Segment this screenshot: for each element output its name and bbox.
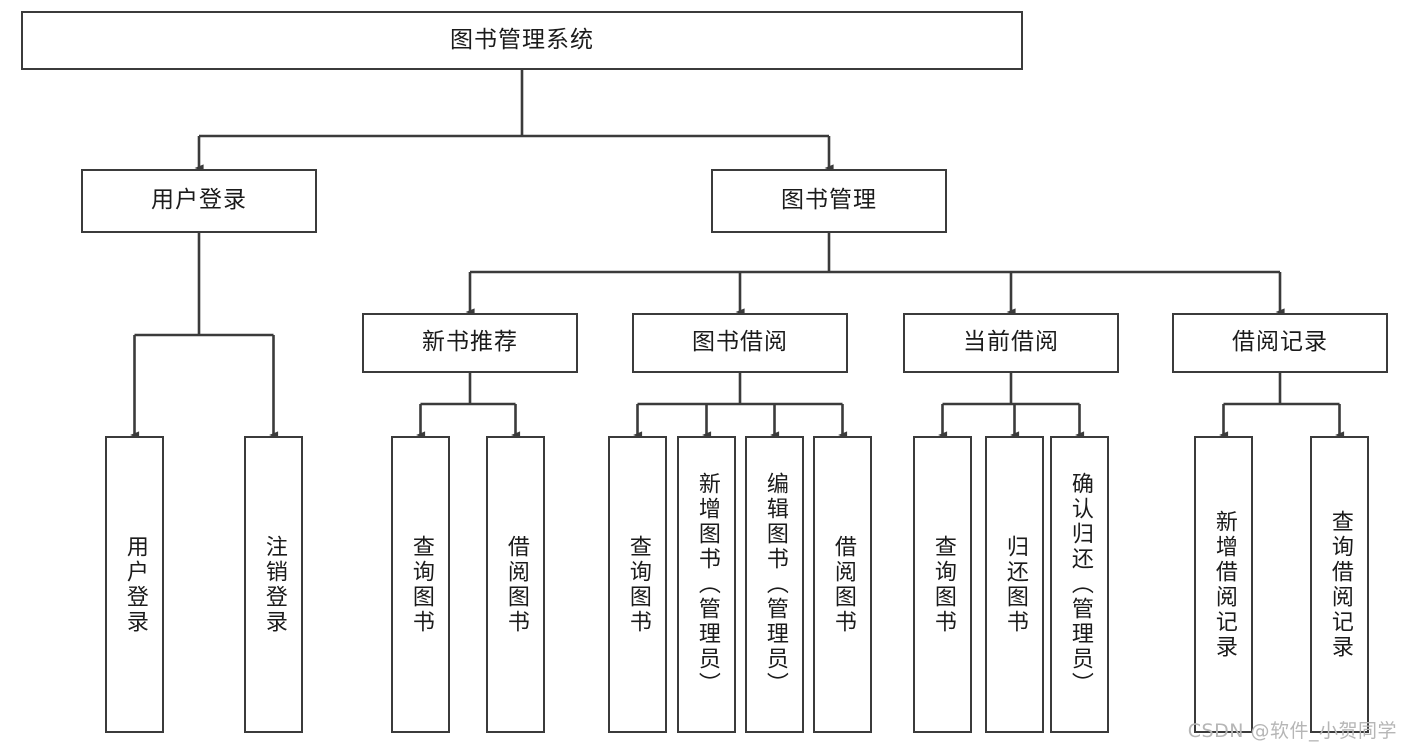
node-leaf-confirm-return-admin[interactable]: 确认归还（管理员） — [1050, 436, 1109, 733]
node-leaf-borrow-book-1-label: 借阅图书 — [503, 534, 529, 635]
node-leaf-borrow-book-1[interactable]: 借阅图书 — [486, 436, 545, 733]
node-leaf-query-borrow-record[interactable]: 查询借阅记录 — [1310, 436, 1369, 733]
node-leaf-confirm-return-admin-label: 确认归还（管理员） — [1067, 472, 1093, 697]
node-leaf-add-borrow-record[interactable]: 新增借阅记录 — [1194, 436, 1253, 733]
node-root-label: 图书管理系统 — [450, 26, 594, 53]
node-leaf-add-book-admin[interactable]: 新增图书（管理员） — [677, 436, 736, 733]
node-leaf-borrow-book-2[interactable]: 借阅图书 — [813, 436, 872, 733]
node-current-borrow[interactable]: 当前借阅 — [903, 313, 1119, 373]
node-book-borrow[interactable]: 图书借阅 — [632, 313, 848, 373]
node-borrow-record[interactable]: 借阅记录 — [1172, 313, 1388, 373]
node-book-manage[interactable]: 图书管理 — [711, 169, 947, 233]
node-root[interactable]: 图书管理系统 — [21, 11, 1023, 70]
node-leaf-borrow-book-2-label: 借阅图书 — [830, 534, 856, 635]
node-leaf-logout-login-label: 注销登录 — [261, 534, 287, 635]
node-leaf-query-book-3[interactable]: 查询图书 — [913, 436, 972, 733]
node-leaf-edit-book-admin[interactable]: 编辑图书（管理员） — [745, 436, 804, 733]
node-leaf-query-book-2[interactable]: 查询图书 — [608, 436, 667, 733]
node-book-borrow-label: 图书借阅 — [692, 329, 788, 356]
node-leaf-edit-book-admin-label: 编辑图书（管理员） — [762, 472, 788, 697]
node-current-borrow-label: 当前借阅 — [963, 329, 1059, 356]
node-new-book-recommend-label: 新书推荐 — [422, 329, 518, 356]
watermark: CSDN @软件_小贺同学 — [1187, 720, 1397, 742]
node-leaf-user-login-label: 用户登录 — [122, 534, 148, 635]
node-leaf-query-book-3-label: 查询图书 — [930, 534, 956, 635]
node-leaf-query-borrow-record-label: 查询借阅记录 — [1327, 509, 1353, 660]
node-leaf-return-book-label: 归还图书 — [1002, 534, 1028, 635]
node-leaf-return-book[interactable]: 归还图书 — [985, 436, 1044, 733]
node-new-book-recommend[interactable]: 新书推荐 — [362, 313, 578, 373]
node-borrow-record-label: 借阅记录 — [1232, 329, 1328, 356]
node-leaf-add-borrow-record-label: 新增借阅记录 — [1211, 509, 1237, 660]
node-leaf-query-book-1[interactable]: 查询图书 — [391, 436, 450, 733]
node-user-login-label: 用户登录 — [151, 187, 247, 214]
node-book-manage-label: 图书管理 — [781, 187, 877, 214]
node-leaf-logout-login[interactable]: 注销登录 — [244, 436, 303, 733]
node-leaf-query-book-2-label: 查询图书 — [625, 534, 651, 635]
node-user-login[interactable]: 用户登录 — [81, 169, 317, 233]
node-leaf-add-book-admin-label: 新增图书（管理员） — [694, 472, 720, 697]
node-leaf-user-login[interactable]: 用户登录 — [105, 436, 164, 733]
node-leaf-query-book-1-label: 查询图书 — [408, 534, 434, 635]
